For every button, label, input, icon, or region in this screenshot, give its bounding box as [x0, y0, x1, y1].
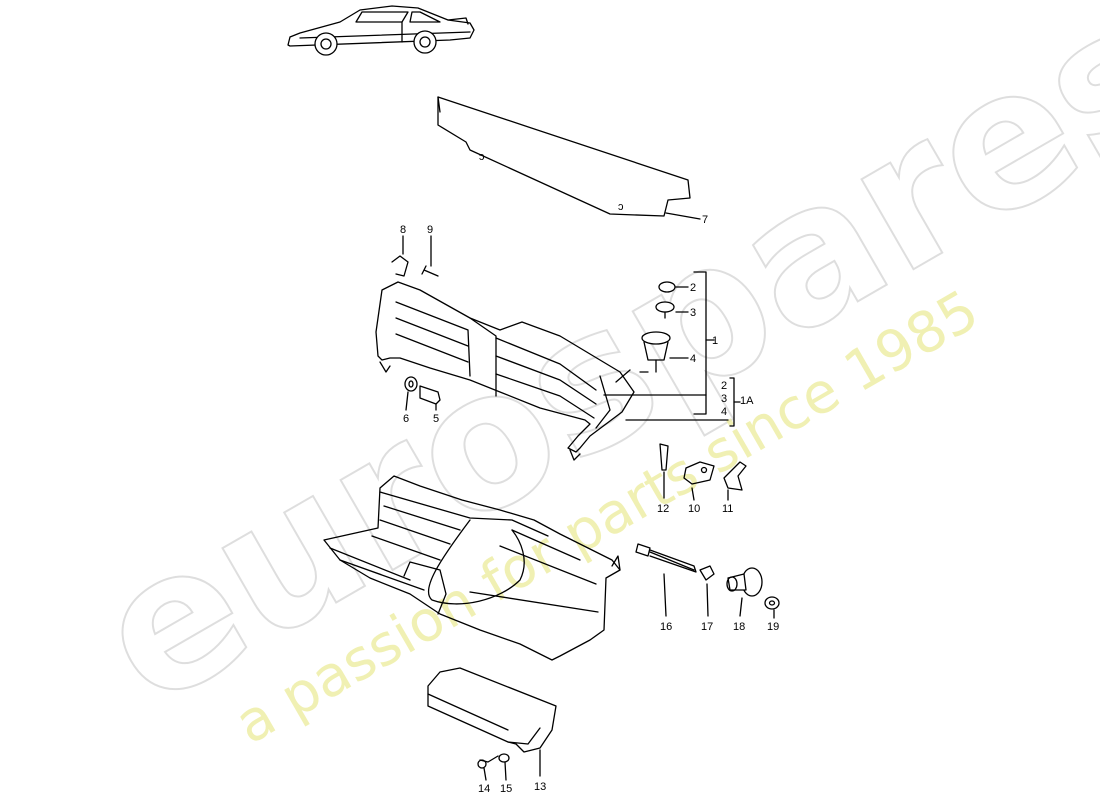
part-label-9: 9 — [427, 224, 433, 236]
part-label-1: 1 — [712, 335, 718, 347]
part-13-cover — [427, 667, 557, 777]
part-label-11: 11 — [722, 503, 733, 515]
part-4-cup — [641, 331, 689, 373]
part-label-10: 10 — [688, 503, 700, 515]
part-label-3: 3 — [690, 307, 696, 319]
part-18-grommet — [726, 567, 763, 617]
part-label-5: 5 — [433, 413, 439, 425]
part-label-12: 12 — [657, 503, 669, 515]
group-1a-sublabel-3: 3 — [721, 393, 727, 405]
seat-cushion — [323, 475, 621, 661]
part-label-15: 15 — [500, 783, 512, 795]
part-label-17: 17 — [701, 621, 713, 633]
part-1-seat-backrest — [375, 281, 635, 461]
part-labels: 1 1A 2 3 4 5 6 7 8 9 10 11 12 13 14 15 1… — [400, 214, 779, 795]
part-15-washer — [498, 753, 510, 781]
svg-text:ↄ: ↄ — [618, 201, 624, 213]
part-16-long-bolt — [635, 543, 697, 617]
part-12-screw — [659, 443, 669, 499]
part-7-rear-panel: ↄ ↄ — [437, 96, 701, 220]
part-label-6: 6 — [403, 413, 409, 425]
part-label-8: 8 — [400, 224, 406, 236]
part-9-screw — [421, 235, 439, 277]
watermark-brand: eurospares — [62, 0, 1100, 749]
group-1a-sublabel-4: 4 — [721, 406, 727, 418]
part-label-18: 18 — [733, 621, 745, 633]
part-19-washer — [764, 596, 780, 619]
part-label-1a: 1A — [740, 395, 754, 407]
part-17-nut — [699, 565, 715, 617]
part-3-fastener — [655, 301, 689, 319]
part-label-16: 16 — [660, 621, 672, 633]
part-label-14: 14 — [478, 783, 490, 795]
group-bracket-1 — [603, 271, 741, 427]
part-label-13: 13 — [534, 781, 546, 793]
part-label-2: 2 — [690, 282, 696, 294]
svg-text:ↄ: ↄ — [479, 151, 485, 163]
part-14-screw — [477, 755, 499, 781]
part-label-19: 19 — [767, 621, 779, 633]
part-2-clip — [658, 281, 689, 293]
part-11-bracket — [723, 461, 747, 501]
part-5-bolt — [419, 385, 441, 411]
part-label-7: 7 — [702, 214, 708, 226]
part-6-washer — [404, 376, 418, 411]
car-thumbnail-icon — [287, 5, 475, 56]
part-8-bracket — [391, 235, 409, 277]
part-label-4: 4 — [690, 353, 696, 365]
part-10-bracket — [683, 461, 715, 501]
group-1a-sublabel-2: 2 — [721, 380, 727, 392]
